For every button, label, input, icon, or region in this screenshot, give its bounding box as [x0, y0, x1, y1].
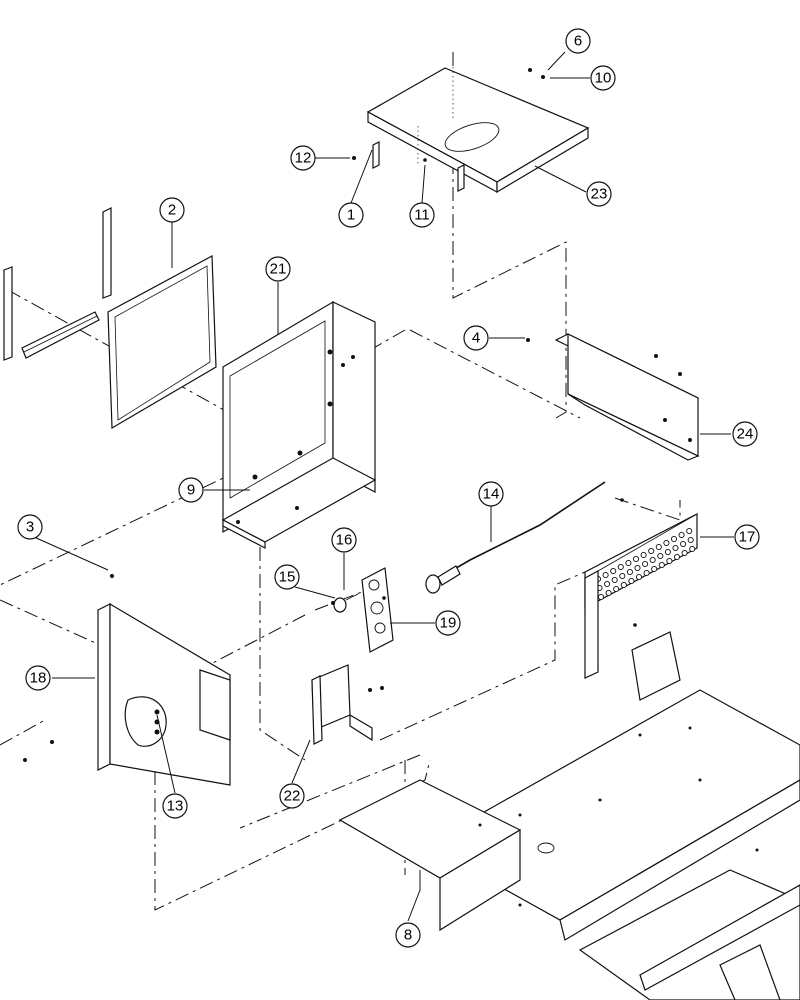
callout-4: 4 — [463, 325, 489, 351]
perforation-hole — [613, 585, 620, 593]
callout-18-label: 18 — [30, 670, 47, 687]
perforation-hole — [617, 563, 624, 571]
perforation-hole — [642, 560, 649, 568]
perforation-hole — [666, 557, 673, 565]
callout-9-label: 9 — [187, 482, 195, 499]
callout-19-label: 19 — [440, 615, 457, 632]
perforation-hole — [620, 581, 627, 589]
callout-6: 6 — [565, 28, 591, 54]
callout-3-label: 3 — [26, 519, 34, 536]
perforation-hole — [640, 551, 647, 559]
perforation-hole — [681, 549, 688, 557]
callout-21-label: 21 — [270, 261, 287, 278]
perforation-hole — [689, 545, 696, 553]
perforation-hole — [635, 573, 643, 581]
perforation-hole — [648, 547, 655, 555]
part-15-16-plug-nut — [331, 593, 359, 613]
callout-22-label: 22 — [284, 788, 301, 805]
part-24-bracket — [526, 333, 700, 461]
part-22-mounting-bracket — [311, 664, 384, 745]
perforation-hole — [610, 567, 617, 575]
perforation-hole — [680, 540, 687, 548]
callout-23: 23 — [586, 181, 612, 207]
perforation-hole — [664, 548, 671, 556]
callout-17-label: 17 — [739, 529, 756, 546]
perforation-hole — [655, 543, 662, 551]
part-21-housing — [221, 300, 377, 549]
perforation-hole — [643, 569, 650, 577]
perforation-hole — [663, 539, 670, 547]
perforation-hole — [597, 593, 605, 601]
perforation-hole — [604, 580, 611, 588]
callout-13-label: 13 — [167, 798, 184, 815]
callout-23-label: 23 — [591, 186, 608, 203]
perforation-hole — [626, 568, 633, 576]
callout-6-label: 6 — [574, 33, 582, 50]
vehicle-frame — [338, 631, 800, 1000]
part-14-cable — [425, 481, 606, 594]
part-2-gasket — [107, 255, 217, 430]
callout-24: 24 — [732, 421, 758, 447]
perforation-hole — [602, 571, 609, 579]
perforation-hole — [658, 561, 665, 569]
callout-10-label: 10 — [595, 70, 612, 87]
callout-18: 18 — [25, 665, 51, 691]
perforation-hole — [687, 536, 694, 544]
callout-13: 13 — [162, 793, 188, 819]
perforation-hole — [649, 556, 656, 564]
perforation-hole — [634, 564, 641, 572]
callout-8-label: 8 — [404, 927, 412, 944]
perforation-hole — [628, 577, 635, 585]
leader-lines — [33, 51, 734, 922]
callout-22: 22 — [279, 783, 305, 809]
perforation-hole — [632, 555, 640, 563]
callout-2-label: 2 — [168, 202, 176, 219]
callout-21: 21 — [265, 256, 291, 282]
perforation-hole — [673, 553, 681, 561]
callout-2: 2 — [159, 197, 185, 223]
callout-15-label: 15 — [279, 569, 296, 586]
callout-8: 8 — [395, 922, 421, 948]
callout-9: 9 — [178, 477, 204, 503]
callout-17: 17 — [734, 524, 760, 550]
callout-4-label: 4 — [472, 330, 480, 347]
perforation-hole — [625, 559, 632, 567]
perforation-hole — [611, 576, 618, 584]
callout-10: 10 — [590, 65, 616, 91]
callout-11: 11 — [409, 202, 435, 228]
callout-1: 1 — [338, 202, 364, 228]
callout-16: 16 — [331, 527, 357, 553]
callout-12-label: 12 — [295, 150, 312, 167]
callout-11-label: 11 — [414, 207, 430, 224]
callout-1-label: 1 — [347, 207, 355, 224]
callout-14: 14 — [478, 481, 504, 507]
perforation-hole — [651, 565, 658, 573]
part-18-door-panel — [23, 574, 231, 786]
part-17-perforated-panel — [584, 498, 698, 679]
perforation-hole — [670, 535, 678, 543]
perforation-hole — [672, 544, 679, 552]
callout-16-label: 16 — [336, 532, 353, 549]
perforation-hole — [686, 527, 693, 535]
perforation-hole — [657, 552, 664, 560]
perforation-hole — [619, 572, 626, 580]
callout-12: 12 — [290, 145, 316, 171]
callout-15: 15 — [274, 564, 300, 590]
part-23-top-cover — [352, 58, 590, 194]
perforation-hole — [678, 531, 685, 539]
callout-3: 3 — [17, 514, 43, 540]
callout-14-label: 14 — [483, 486, 500, 503]
perforation-hole — [605, 589, 612, 597]
part-19-connector-plate — [361, 567, 394, 653]
callout-24-label: 24 — [737, 426, 754, 443]
left-rail-parts — [3, 207, 112, 361]
callout-19: 19 — [435, 610, 461, 636]
